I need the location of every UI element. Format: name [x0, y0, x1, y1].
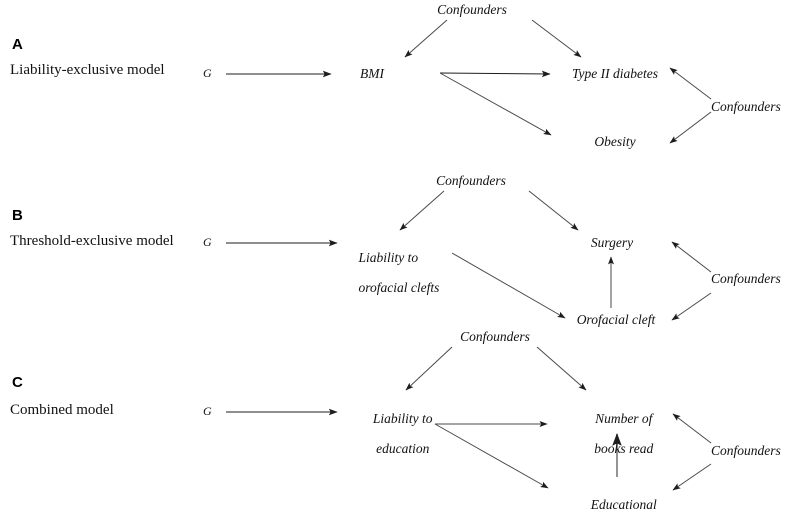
arrow-b-confounders-to-surgery [528, 190, 579, 231]
node-b-right-confounders: Confounders [711, 271, 781, 286]
panel-caption-a: Liability-exclusive model [10, 62, 165, 78]
arrow-a-confounders-to-bmi [404, 19, 448, 58]
node-a-outcome-type-ii-diabetes: Type II diabetes [572, 66, 658, 81]
node-c-exposure-line2: education [376, 441, 430, 456]
node-b-gene: G [203, 235, 212, 249]
node-c-exposure-liability: Liability to education [340, 396, 452, 471]
panel-letter-c: C [12, 374, 23, 391]
node-c-gene: G [203, 404, 212, 418]
panel-caption-c: Combined model [10, 402, 114, 418]
panel-letter-a: A [12, 36, 23, 53]
node-c-outcome-educational-qualifications: Educational qualifications [552, 482, 682, 521]
node-a-top-confounders: Confounders [437, 2, 507, 17]
arrow-b-liability-to-cleft [451, 252, 566, 319]
node-b-exposure-line1: Liability to [358, 250, 419, 265]
arrow-c-confounders-to-books [536, 346, 587, 391]
arrow-b-confounders-to-liability [399, 190, 445, 231]
arrow-b-rconfounders-to-surgery [671, 241, 712, 273]
panel-letter-b: B [12, 207, 23, 224]
node-a-exposure-bmi: BMI [360, 66, 384, 81]
node-a-right-confounders: Confounders [711, 99, 781, 114]
arrow-a-confounders-to-diabetes [531, 19, 582, 58]
node-c-outcome-primary-line1: Number of [595, 411, 653, 426]
node-b-top-confounders: Confounders [436, 173, 506, 188]
node-c-top-confounders: Confounders [460, 329, 530, 344]
node-c-exposure-line1: Liability to [372, 411, 433, 426]
arrow-a-bmi-to-diabetes [439, 70, 551, 78]
panel-caption-b: Threshold-exclusive model [10, 233, 174, 249]
node-a-outcome-obesity: Obesity [594, 134, 636, 149]
node-b-outcome-orofacial-cleft: Orofacial cleft [576, 312, 656, 327]
arrow-b-rconfounders-to-cleft [671, 292, 712, 321]
arrow-c-confounders-to-liability [405, 346, 453, 391]
node-b-outcome-surgery: Surgery [590, 235, 634, 250]
node-c-outcome-secondary-line1: Educational [590, 497, 657, 512]
arrow-c-rconfounders-to-books [672, 413, 712, 444]
arrow-a-bmi-to-obesity [439, 72, 552, 136]
node-a-gene: G [203, 66, 212, 80]
node-c-outcome-primary-line2: books read [594, 441, 654, 456]
arrow-a-rconfounders-to-obesity [669, 111, 712, 144]
node-c-right-confounders: Confounders [711, 443, 781, 458]
node-b-exposure-line2: orofacial clefts [358, 280, 440, 295]
node-c-outcome-books-read: Number of books read [561, 396, 673, 471]
node-b-exposure-liability: Liability to orofacial clefts [345, 235, 465, 310]
